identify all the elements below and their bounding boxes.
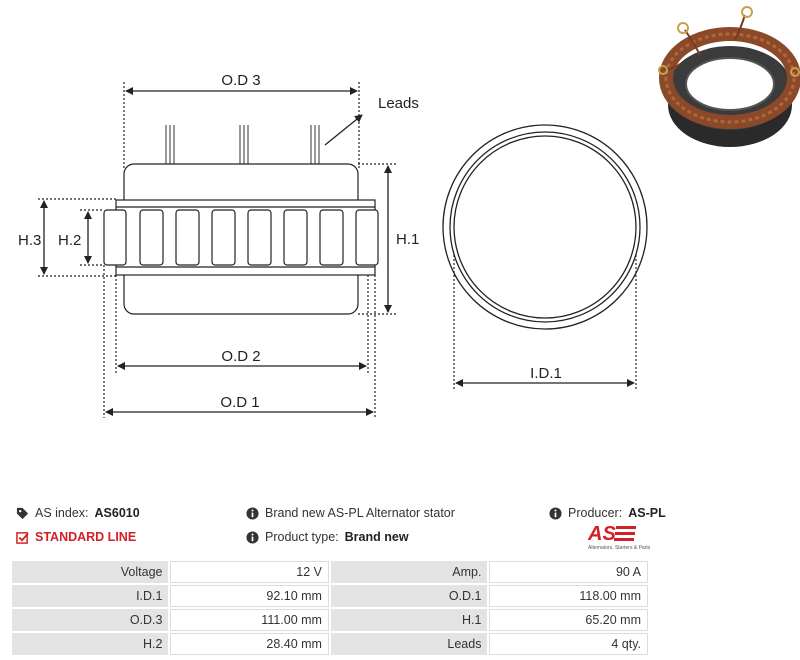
product-type-label: Product type: [265, 530, 339, 544]
spec-key: Leads [330, 633, 488, 655]
logo-stripes [614, 526, 636, 541]
spec-key: I.D.1 [12, 585, 169, 607]
spec-value: 12 V [170, 561, 329, 583]
spec-value: 90 A [489, 561, 648, 583]
spec-value: 65.20 mm [489, 609, 648, 631]
spec-value: 92.10 mm [170, 585, 329, 607]
logo-brand: AS [588, 523, 616, 545]
label-h3: H.3 [18, 232, 41, 249]
spec-key: O.D.1 [330, 585, 488, 607]
as-pl-logo: AS Alternators, Starters & Parts [588, 523, 650, 553]
spec-key: H.2 [12, 633, 169, 655]
product-photo [658, 6, 800, 147]
spec-value: 28.40 mm [170, 633, 329, 655]
label-leads: Leads [378, 95, 419, 112]
label-h2: H.2 [58, 232, 81, 249]
producer-row: Producer: AS-PL [549, 506, 666, 520]
spec-value: 111.00 mm [170, 609, 329, 631]
check-square-icon [16, 531, 29, 544]
dimension-lines [40, 87, 635, 416]
as-index-value: AS6010 [94, 506, 140, 520]
spec-key: Amp. [330, 561, 488, 583]
description-row: Brand new AS-PL Alternator stator [246, 506, 455, 520]
spec-value: 118.00 mm [489, 585, 648, 607]
stator-side-view [103, 163, 379, 315]
label-od2: O.D 2 [221, 348, 260, 365]
stator-dimension-drawing: O.D 3 Leads H.3 H.2 H.1 O.D 2 O.D 1 I.D.… [18, 72, 648, 418]
as-index-label: AS index: [35, 506, 89, 520]
info-icon [246, 506, 259, 520]
spec-key: H.1 [330, 609, 488, 631]
logo-tagline: Alternators, Starters & Parts [588, 545, 651, 551]
info-icon [246, 530, 259, 544]
info-icon [549, 506, 562, 520]
standard-line-label: STANDARD LINE [35, 530, 137, 544]
lead-wires [165, 125, 320, 165]
as-index-row: AS index: AS6010 [16, 506, 140, 520]
producer-label: Producer: [568, 506, 623, 520]
tag-icon [16, 507, 29, 519]
spec-key: Voltage [12, 561, 169, 583]
product-type-row: Product type: Brand new [246, 530, 409, 544]
producer-value: AS-PL [628, 506, 666, 520]
stator-top-view [442, 124, 648, 330]
description-text: Brand new AS-PL Alternator stator [265, 506, 455, 520]
label-od1: O.D 1 [220, 394, 259, 411]
label-id1: I.D.1 [530, 365, 562, 382]
product-type-value: Brand new [344, 530, 409, 544]
extension-lines [38, 82, 637, 418]
standard-line-row: STANDARD LINE [16, 530, 136, 544]
spec-key: O.D.3 [12, 609, 169, 631]
label-od3: O.D 3 [221, 72, 260, 89]
spec-value: 4 qty. [489, 633, 648, 655]
label-h1: H.1 [396, 231, 419, 248]
